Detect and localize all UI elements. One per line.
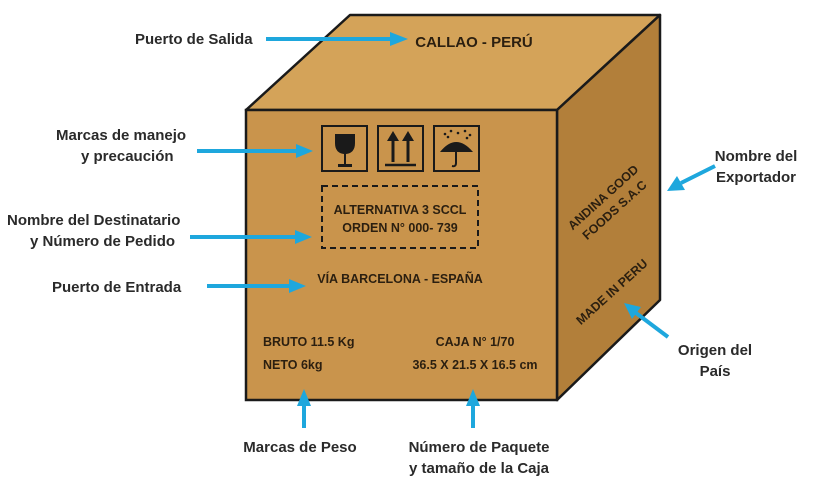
label-port-of-departure: Puerto de Salida (135, 31, 253, 48)
this-way-up-icon (377, 125, 424, 172)
arrow-consignee (190, 230, 312, 244)
consignee-name-text: ALTERNATIVA 3 SCCL (334, 203, 467, 217)
label-consignee-line2: y Número de Pedido (30, 233, 175, 250)
net-weight-text: NETO 6kg (263, 358, 323, 372)
arrow-exporter (667, 164, 716, 191)
gross-weight-text: BRUTO 11.5 Kg (263, 335, 354, 349)
arrow-weight-marks (297, 389, 311, 428)
label-package-number-line2: y tamaño de la Caja (409, 460, 550, 477)
case-number-text: CAJA N° 1/70 (436, 335, 515, 349)
label-package-number-line1: Número de Paquete (409, 439, 550, 456)
arrow-handling-marks (197, 144, 313, 158)
label-port-of-entry: Puerto de Entrada (52, 279, 182, 296)
arrow-package-number (466, 389, 480, 428)
box-front-face (244, 108, 559, 402)
label-origin-line2: País (700, 363, 731, 380)
label-handling-marks-line2: y precaución (81, 148, 174, 165)
fragile-glass-icon (321, 125, 368, 172)
label-weight-marks: Marcas de Peso (243, 439, 356, 456)
arrow-port-of-entry (207, 279, 306, 293)
label-exporter-line2: Exportador (716, 169, 796, 186)
keep-dry-umbrella-icon (433, 125, 480, 172)
label-handling-marks-line1: Marcas de manejo (56, 127, 186, 144)
label-origin-line1: Origen del (678, 342, 752, 359)
port-of-entry-text: VÍA BARCELONA - ESPAÑA (317, 271, 483, 286)
case-dimensions-text: 36.5 X 21.5 X 16.5 cm (412, 358, 537, 372)
label-exporter-line1: Nombre del (715, 148, 798, 165)
arrow-port-of-departure (266, 32, 408, 46)
port-of-departure-text: CALLAO - PERÚ (415, 33, 533, 51)
arrow-origin (624, 303, 670, 339)
label-consignee-line1: Nombre del Destinatario (7, 212, 180, 229)
consignee-dashed-frame (321, 185, 479, 249)
order-number-text: ORDEN N° 000- 739 (342, 221, 458, 235)
